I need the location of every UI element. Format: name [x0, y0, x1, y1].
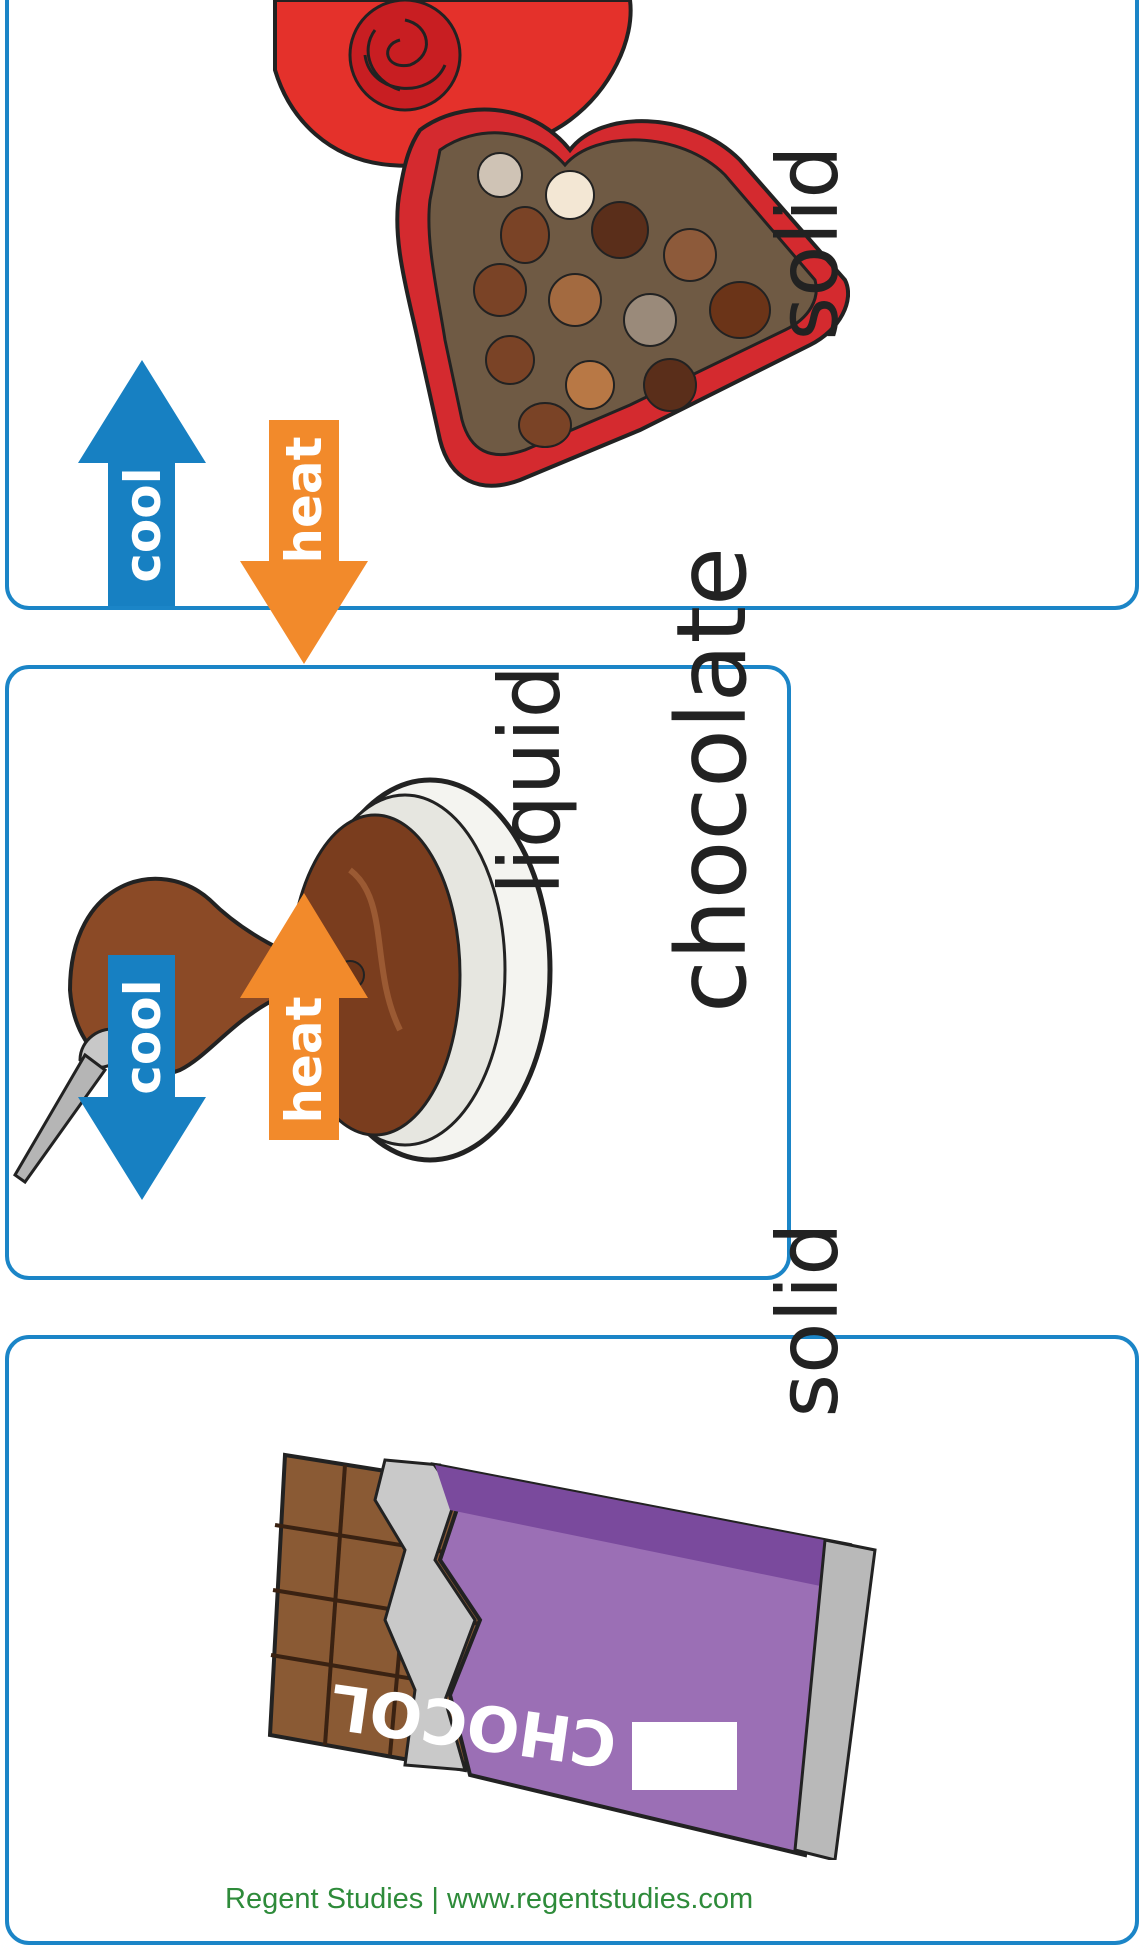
- cool-up-arrow-icon: [78, 360, 206, 606]
- heat-up-label: heat: [275, 996, 333, 1124]
- top-state-label: solid: [759, 145, 857, 341]
- bottom-state-label: solid: [759, 1222, 857, 1418]
- heart-chocolate-box-illustration: [273, 0, 850, 488]
- rose-icon: [348, 0, 462, 112]
- footer-text: Regent Studies | www.regentstudies.com: [225, 1883, 754, 1915]
- heat-down-arrow-icon: [240, 420, 368, 664]
- cool-down-arrow-icon: [78, 955, 206, 1200]
- page-title: chocolate: [656, 546, 768, 1014]
- cool-up-label: cool: [114, 467, 172, 583]
- cool-down-label: cool: [114, 979, 172, 1095]
- chocolate-bar-illustration: CHOCOL: [267, 1452, 877, 1860]
- melted-chocolate-bowl-illustration: [13, 777, 553, 1185]
- heat-up-arrow-icon: [240, 893, 368, 1140]
- middle-state-label: liquid: [481, 665, 579, 895]
- heat-down-label: heat: [275, 436, 333, 564]
